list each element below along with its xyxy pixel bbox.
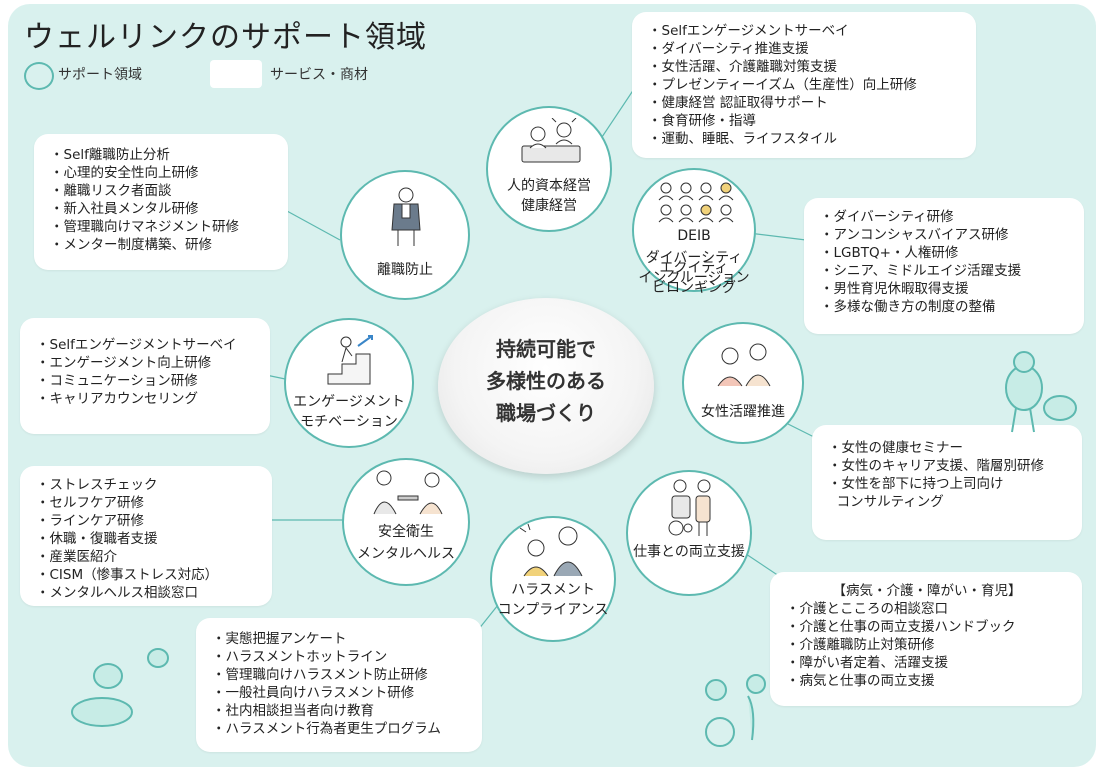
list-item: ・Self離職防止分析 [50, 147, 170, 163]
legend-support-label: サポート領域 [58, 67, 142, 83]
node-safety-label-2: メンタルヘルス [357, 546, 455, 562]
box-harassment: ・実態把握アンケート ・ハラスメントホットライン ・管理職向けハラスメント防止研… [196, 618, 482, 752]
node-deib: DEIB ダイバーシティ エクイティ インクルージョン ビロンギング [632, 168, 756, 296]
center-line-1: 持続可能で [496, 337, 596, 361]
legend-service-label: サービス・商材 [270, 67, 368, 83]
center-goal: 持続可能で 多様性のある 職場づくり [438, 298, 654, 474]
list-item: ・プレゼンティーイズム（生産性）向上研修 [648, 77, 917, 93]
node-engagement-label-1: エンゲージメント [293, 394, 405, 410]
list-item: ・メンタルヘルス相談窓口 [36, 585, 198, 601]
list-item: ・病気と仕事の両立支援 [786, 673, 935, 689]
deib-sub-3: インクルージョン [638, 270, 750, 286]
list-item: コンサルティング [828, 494, 944, 510]
list-item: ・アンコンシャスバイアス研修 [820, 227, 1009, 243]
deib-sub-1: ダイバーシティ [645, 250, 743, 266]
list-item: ・女性の健康セミナー [828, 440, 963, 456]
stairs-climbing-icon [327, 335, 373, 385]
harassment-icon [519, 523, 583, 577]
node-engagement: エンゲージメント モチベーション [284, 318, 414, 448]
node-harassment-label-1: ハラスメント [511, 582, 595, 598]
box-safety: ・ストレスチェック ・セルフケア研修 ・ラインケア研修 ・休職・復職者支援 ・産… [20, 466, 272, 606]
node-women: 女性活躍推進 [682, 322, 804, 444]
node-hr-capital-label-1: 人的資本経営 [507, 178, 591, 194]
node-engagement-label-2: モチベーション [300, 414, 398, 430]
node-harassment-label-2: コンプライアンス [497, 602, 609, 618]
list-item: ・社内相談担当者向け教育 [212, 703, 374, 719]
list-item: ・一般社員向けハラスメント研修 [212, 685, 415, 701]
list-item: ・女性のキャリア支援、階層別研修 [828, 458, 1044, 474]
node-safety-label-1: 安全衛生 [378, 524, 434, 540]
center-line-3: 職場づくり [496, 401, 596, 425]
list-item: ・LGBTQ+・人権研修 [820, 245, 959, 261]
list-item: ・ラインケア研修 [36, 513, 144, 529]
list-item: ・新入社員メンタル研修 [50, 201, 199, 217]
box-women: ・女性の健康セミナー ・女性のキャリア支援、階層別研修 ・女性を部下に持つ上司向… [812, 425, 1082, 540]
node-worklife: 仕事との両立支援 [626, 470, 752, 596]
list-item: ・コミュニケーション研修 [36, 373, 198, 389]
node-harassment: ハラスメント コンプライアンス [490, 516, 616, 642]
box-worklife: 【病気・介護・障がい・育児】 ・介護とこころの相談窓口 ・介護と仕事の両立支援ハ… [770, 572, 1082, 706]
counseling-icon [373, 470, 443, 515]
node-hr-capital-label-2: 健康経営 [521, 198, 577, 214]
list-item: ・セルフケア研修 [36, 495, 144, 511]
list-item: ・ハラスメントホットライン [212, 649, 388, 665]
list-item: ・管理職向けハラスメント防止研修 [212, 667, 428, 683]
list-item: ・エンゲージメント向上研修 [36, 355, 212, 371]
deib-sub-4: ビロンギング [652, 280, 736, 296]
node-women-label: 女性活躍推進 [701, 404, 785, 420]
node-safety: 安全衛生 メンタルヘルス [342, 458, 470, 586]
list-item: ・介護と仕事の両立支援ハンドブック [786, 619, 1016, 635]
node-turnover-label: 離職防止 [377, 262, 433, 278]
box-engagement: ・Selfエンゲージメントサーベイ ・エンゲージメント向上研修 ・コミュニケーシ… [20, 318, 270, 434]
list-item: ・食育研修・指導 [648, 113, 756, 129]
list-item: ・介護離職防止対策研修 [786, 637, 935, 653]
list-item: ・CISM（惨事ストレス対応） [36, 567, 219, 583]
list-item: ・ストレスチェック [36, 477, 158, 493]
node-turnover: 離職防止 [340, 170, 470, 300]
list-item: ・心理的安全性向上研修 [50, 165, 199, 181]
list-item: ・産業医紹介 [36, 549, 117, 565]
box-turnover: ・Self離職防止分析 ・心理的安全性向上研修 ・離職リスク者面談 ・新入社員メ… [34, 134, 288, 270]
women-icon [717, 343, 771, 387]
node-hr-capital: 人的資本経営 健康経営 [486, 106, 612, 232]
center-line-2: 多様性のある [486, 369, 606, 393]
list-item: ・ダイバーシティ研修 [820, 209, 954, 225]
list-item: ・女性活躍、介護離職対策支援 [648, 59, 837, 75]
list-item: ・メンター制度構築、研修 [50, 237, 212, 253]
list-item: ・介護とこころの相談窓口 [786, 601, 948, 617]
deib-sub-2: エクイティ [659, 260, 729, 276]
caregiver-wheelchair-icon [668, 479, 711, 536]
node-worklife-label: 仕事との両立支援 [633, 544, 745, 560]
list-item: ・障がい者定着、活躍支援 [786, 655, 948, 671]
list-item: ・ダイバーシティ推進支援 [648, 41, 809, 57]
list-item: ・多様な働き方の制度の整備 [820, 299, 996, 315]
cloud-characters-icon [71, 648, 169, 727]
list-item: ・キャリアカウンセリング [36, 391, 198, 407]
list-item: ・実態把握アンケート [212, 631, 347, 647]
list-item: ・男性育児休暇取得支援 [820, 281, 969, 297]
list-item: ・Selfエンゲージメントサーベイ [36, 337, 237, 353]
list-item: ・ハラスメント行為者更生プログラム [212, 721, 441, 737]
list-item: ・健康経営 認証取得サポート [648, 95, 828, 111]
list-item: ・運動、睡眠、ライフスタイル [648, 131, 837, 147]
list-item: ・Selfエンゲージメントサーベイ [648, 23, 849, 39]
worklife-header: 【病気・介護・障がい・育児】 [832, 583, 1022, 599]
list-item: ・休職・復職者支援 [36, 531, 158, 547]
businessman-icon [391, 187, 421, 246]
box-hr-capital: ・Selfエンゲージメントサーベイ ・ダイバーシティ推進支援 ・女性活躍、介護離… [632, 12, 976, 158]
legend-service-swatch [210, 60, 262, 88]
wheelchair-helper-icon [705, 674, 766, 747]
node-deib-title: DEIB [677, 228, 711, 244]
mascot-characters-icon [1005, 351, 1077, 433]
legend-support-swatch [24, 62, 54, 90]
diverse-people-icon [658, 182, 734, 223]
page-title: ウェルリンクのサポート領域 [24, 20, 427, 55]
list-item: ・女性を部下に持つ上司向け [828, 476, 1004, 492]
box-deib: ・ダイバーシティ研修 ・アンコンシャスバイアス研修 ・LGBTQ+・人権研修 ・… [804, 198, 1084, 334]
list-item: ・管理職向けマネジメント研修 [50, 219, 239, 235]
office-workers-icon [521, 118, 581, 163]
list-item: ・離職リスク者面談 [50, 183, 172, 199]
list-item: ・シニア、ミドルエイジ活躍支援 [820, 263, 1022, 279]
